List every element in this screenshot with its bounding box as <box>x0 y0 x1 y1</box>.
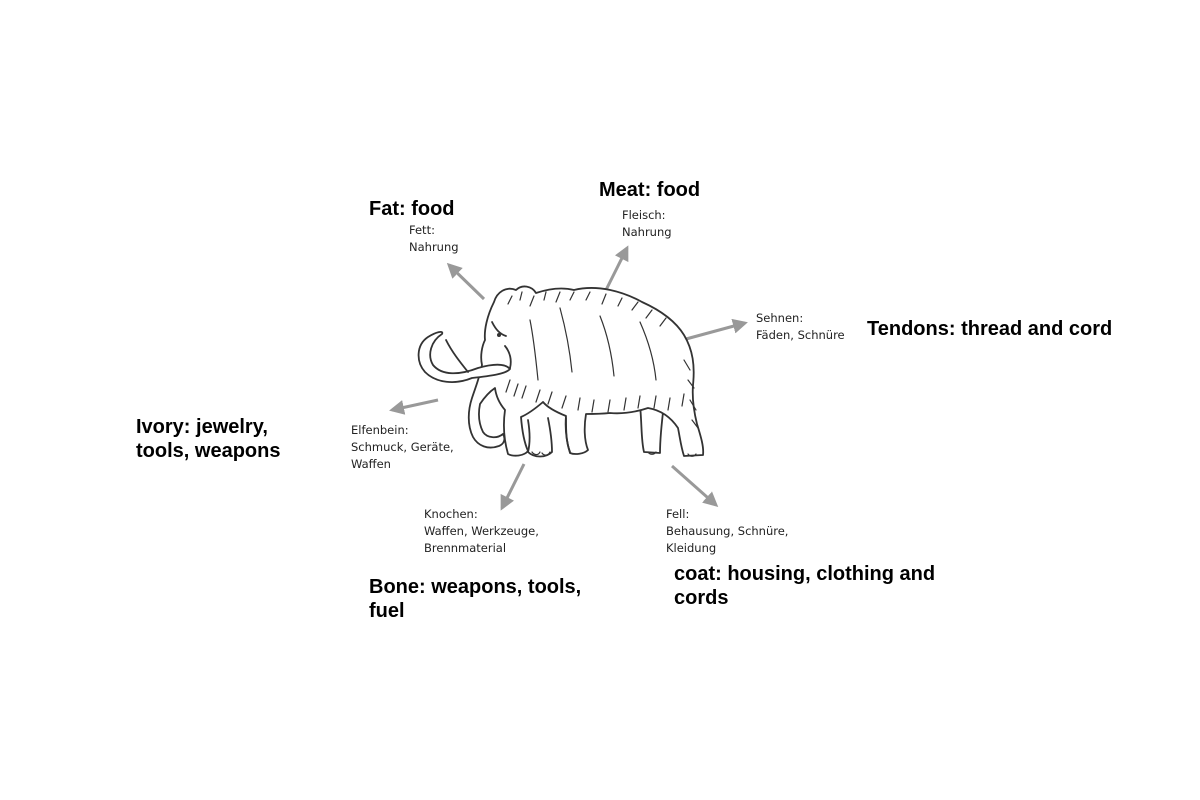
coat-de-line: Behausung, Schnüre, <box>666 524 789 538</box>
meat-de-line: Nahrung <box>622 225 672 239</box>
bone-de-line: Waffen, Werkzeuge, <box>424 524 539 538</box>
tendons-de-line: Sehnen: <box>756 311 804 325</box>
meat-label-en: Meat: food <box>599 178 700 202</box>
ivory-en-line: Ivory: jewelry, <box>136 416 268 438</box>
arrow-meat <box>601 245 629 297</box>
bone-en-line: fuel <box>369 600 405 622</box>
mammoth-illustration <box>417 285 705 458</box>
fat-label-de: Fett: Nahrung <box>409 222 459 256</box>
fat-label-en: Fat: food <box>369 197 455 221</box>
tendons-label-en: Tendons: thread and cord <box>867 317 1112 341</box>
bone-de-line: Knochen: <box>424 507 478 521</box>
ivory-label-de: Elfenbein: Schmuck, Geräte, Waffen <box>351 422 454 473</box>
arrow-tendons <box>685 318 748 341</box>
fat-de-line: Nahrung <box>409 240 459 254</box>
coat-en-line: coat: housing, clothing and <box>674 563 936 585</box>
bone-label-en: Bone: weapons, tools, fuel <box>369 575 581 623</box>
ivory-de-line: Schmuck, Geräte, <box>351 440 454 454</box>
arrow-ivory <box>389 398 439 415</box>
ivory-de-line: Elfenbein: <box>351 423 409 437</box>
fat-de-line: Fett: <box>409 223 435 237</box>
coat-de-line: Kleidung <box>666 541 717 555</box>
ivory-en-line: tools, weapons <box>136 440 281 462</box>
tendons-de-line: Fäden, Schnüre <box>756 328 845 342</box>
ivory-label-en: Ivory: jewelry, tools, weapons <box>136 415 280 463</box>
coat-label-de: Fell: Behausung, Schnüre, Kleidung <box>666 506 788 557</box>
arrow-coat <box>671 464 719 507</box>
ivory-de-line: Waffen <box>351 457 391 471</box>
arrow-bone <box>500 463 526 511</box>
bone-en-line: Bone: weapons, tools, <box>369 576 582 598</box>
bone-label-de: Knochen: Waffen, Werkzeuge, Brennmateria… <box>424 506 539 557</box>
bone-de-line: Brennmaterial <box>424 541 507 555</box>
coat-de-line: Fell: <box>666 507 690 521</box>
arrow-fat <box>446 262 486 301</box>
tendons-label-de: Sehnen: Fäden, Schnüre <box>756 310 845 344</box>
fat-en-line: Fat: food <box>369 198 455 220</box>
meat-de-line: Fleisch: <box>622 208 666 222</box>
meat-en-line: Meat: food <box>599 179 701 201</box>
coat-en-line: cords <box>674 587 729 609</box>
coat-label-en: coat: housing, clothing and cords <box>674 562 935 610</box>
tendons-en-line: Tendons: thread and cord <box>867 318 1113 340</box>
meat-label-de: Fleisch: Nahrung <box>622 207 672 241</box>
